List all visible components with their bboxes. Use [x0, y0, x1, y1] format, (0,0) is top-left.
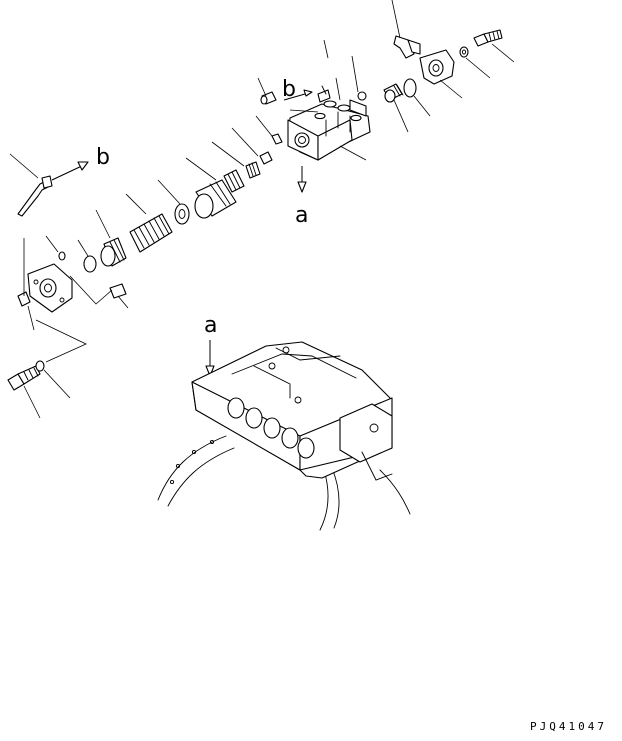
elbow-small-left [109, 283, 127, 299]
nut-small [259, 151, 273, 165]
flange-left [27, 263, 73, 313]
small-plug-right [357, 91, 367, 101]
washer-lower-left [35, 360, 45, 372]
adjusting-screw [223, 169, 245, 193]
spring-small [245, 161, 261, 179]
callout-b-top: b [282, 77, 296, 102]
pipe-left [17, 175, 53, 217]
bolt-top-right [473, 29, 503, 47]
o-ring-right [403, 78, 417, 98]
piston [100, 237, 127, 267]
valve-body [287, 99, 371, 161]
plug-spool-end [271, 133, 283, 145]
plug-cap [383, 83, 404, 103]
o-ring-left [83, 255, 97, 273]
installed-valve-body [191, 341, 393, 481]
callout-a-top: a [295, 203, 308, 228]
bolt-b-top [317, 85, 331, 103]
plug-small [260, 91, 277, 105]
flange-top-right [419, 49, 455, 85]
washer-top-right [459, 46, 469, 58]
retainer [194, 179, 237, 219]
drawing-code: PJQ41047 [530, 720, 607, 733]
o-ring-small-left [58, 251, 66, 261]
small-connector-left [17, 291, 31, 307]
callout-b-left: b [96, 145, 110, 170]
callout-a-bottom: a [204, 313, 217, 338]
bolt-lower-left [7, 365, 41, 391]
washer-mid [174, 203, 190, 225]
elbow-fitting-top [393, 35, 421, 59]
spring-large [129, 213, 173, 253]
